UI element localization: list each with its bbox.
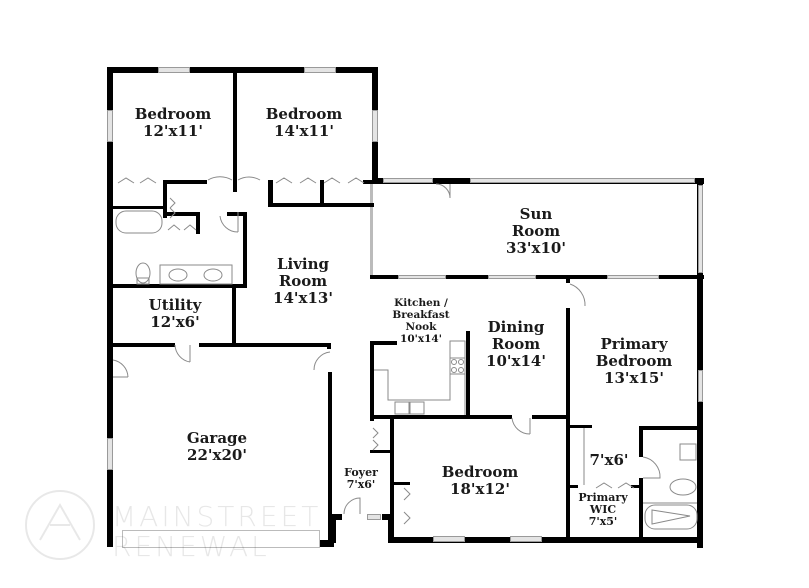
garage-door [122,530,320,548]
wall [196,212,200,234]
wall [233,67,237,192]
window [107,110,113,142]
wall [113,343,175,347]
room-label-utility: Utility 12'x6' [148,296,202,331]
wall [390,482,410,485]
wall [113,206,163,209]
wall [390,537,703,543]
wall [370,415,512,419]
wall [199,343,331,347]
wall [566,279,570,283]
wall [328,515,336,543]
door-swing [207,176,233,181]
wall [113,284,247,288]
wall [370,450,394,453]
watermark-line2: RENEWAL [112,530,270,563]
wall [641,426,701,430]
room-label-dining-room: Dining Room 10'x14' [486,318,546,370]
wall [639,478,643,540]
room-label-primary-bath: 7'x6' [589,451,629,469]
wall [532,415,570,419]
room-label-sun-room: Sun Room 33'x10' [506,205,566,257]
window [510,536,542,542]
wall [243,212,247,286]
wall [466,331,470,417]
wall [566,485,578,488]
wall [163,180,167,218]
window [488,275,536,279]
wall [697,178,703,548]
window [607,275,659,279]
wall [566,425,592,428]
wall [163,212,199,216]
wall [631,485,641,488]
wall [232,284,236,344]
wall [370,341,397,345]
window [470,178,695,183]
room-label-foyer: Foyer 7'x6' [344,466,378,492]
room-label-bedroom-3: Bedroom 18'x12' [441,463,519,498]
wall [370,184,373,278]
wall [320,180,324,207]
wall [163,180,207,184]
wall [327,343,331,349]
room-label-garage: Garage 22'x20' [186,429,248,464]
wall [328,372,332,544]
window [433,536,465,542]
room-label-primary-wic: Primary WIC 7'x5' [578,491,628,529]
room-label-bedroom-2: Bedroom 14'x11' [265,105,343,140]
window [158,67,190,73]
wall [320,540,334,547]
wall [332,514,342,520]
wall [370,341,374,421]
room-label-primary-bedroom: Primary Bedroom 13'x15' [595,335,673,387]
window [398,275,446,279]
room-label-bedroom-1: Bedroom 12'x11' [134,105,212,140]
watermark-line1: MAINSTREET [112,500,322,533]
window [367,514,381,520]
wall [107,67,378,73]
wall [363,180,378,184]
wall [639,426,643,457]
window [372,110,378,142]
window [698,185,703,273]
window [698,370,703,402]
room-label-living-room: Living Room 14'x13' [273,255,333,307]
wall [390,415,394,543]
wall [107,67,113,547]
window [304,67,336,73]
wall [227,212,247,216]
window [383,178,433,183]
wall [268,180,273,207]
wall [370,275,704,279]
window [107,438,113,470]
room-label-kitchen: Kitchen / Breakfast Nook 10'x14' [392,297,450,346]
